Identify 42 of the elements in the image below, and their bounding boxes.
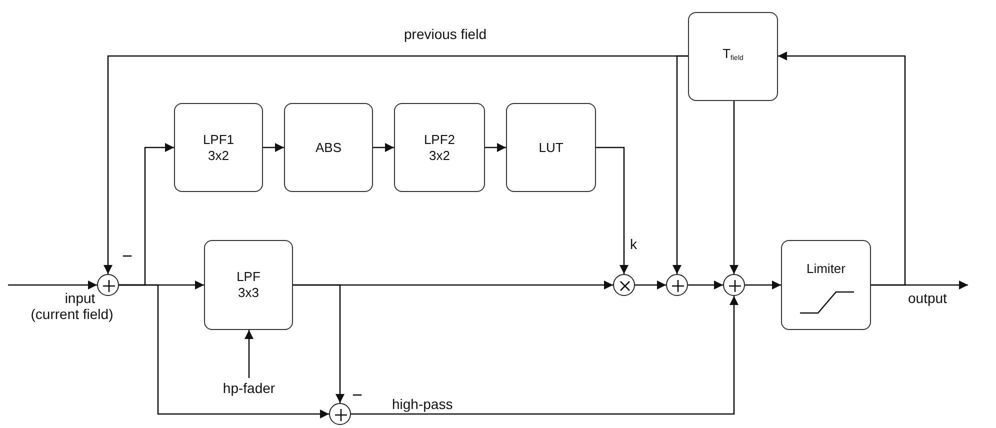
arrow <box>351 296 738 415</box>
arrow <box>730 101 738 274</box>
arrow <box>8 280 97 290</box>
block-label: LPF2 3x2 <box>424 132 456 164</box>
block-label: LPF1 3x2 <box>202 132 234 164</box>
edge-label: previous field <box>404 26 486 42</box>
arrow <box>293 284 344 403</box>
arrow <box>778 52 906 286</box>
arrow <box>485 143 506 152</box>
block-label: Limiter <box>806 261 846 277</box>
arrow <box>672 55 688 274</box>
process-block <box>204 240 293 330</box>
arrow <box>244 330 254 378</box>
summing-junction <box>329 403 351 425</box>
process-block <box>394 103 485 192</box>
signal-label: input (current field) <box>30 290 114 322</box>
input-label: hp-fader <box>222 380 276 396</box>
edge-label: k <box>630 236 637 252</box>
block-label: ABS <box>315 140 342 156</box>
arrow <box>745 280 781 290</box>
summing-junction <box>97 274 119 296</box>
arrow <box>688 280 723 290</box>
summing-junction <box>666 274 688 296</box>
block-label: LPF 3x3 <box>236 269 260 301</box>
edge-label: high-pass <box>392 396 453 412</box>
process-block <box>506 103 596 192</box>
arrow <box>635 280 666 290</box>
block-label: T$_{field}$ <box>722 46 744 64</box>
arrow <box>373 143 394 152</box>
process-block <box>174 103 263 192</box>
block-label: LUT <box>538 140 564 156</box>
arrow <box>119 284 329 418</box>
process-block <box>284 103 373 192</box>
signal-label: output <box>908 290 947 306</box>
arrow <box>596 146 628 274</box>
minus-sign: − <box>122 247 133 265</box>
arrow <box>263 143 284 152</box>
process-block <box>688 12 778 101</box>
process-block <box>781 240 871 330</box>
minus-sign: − <box>352 386 363 404</box>
multiplier-junction <box>613 274 635 296</box>
summing-junction <box>723 274 745 296</box>
